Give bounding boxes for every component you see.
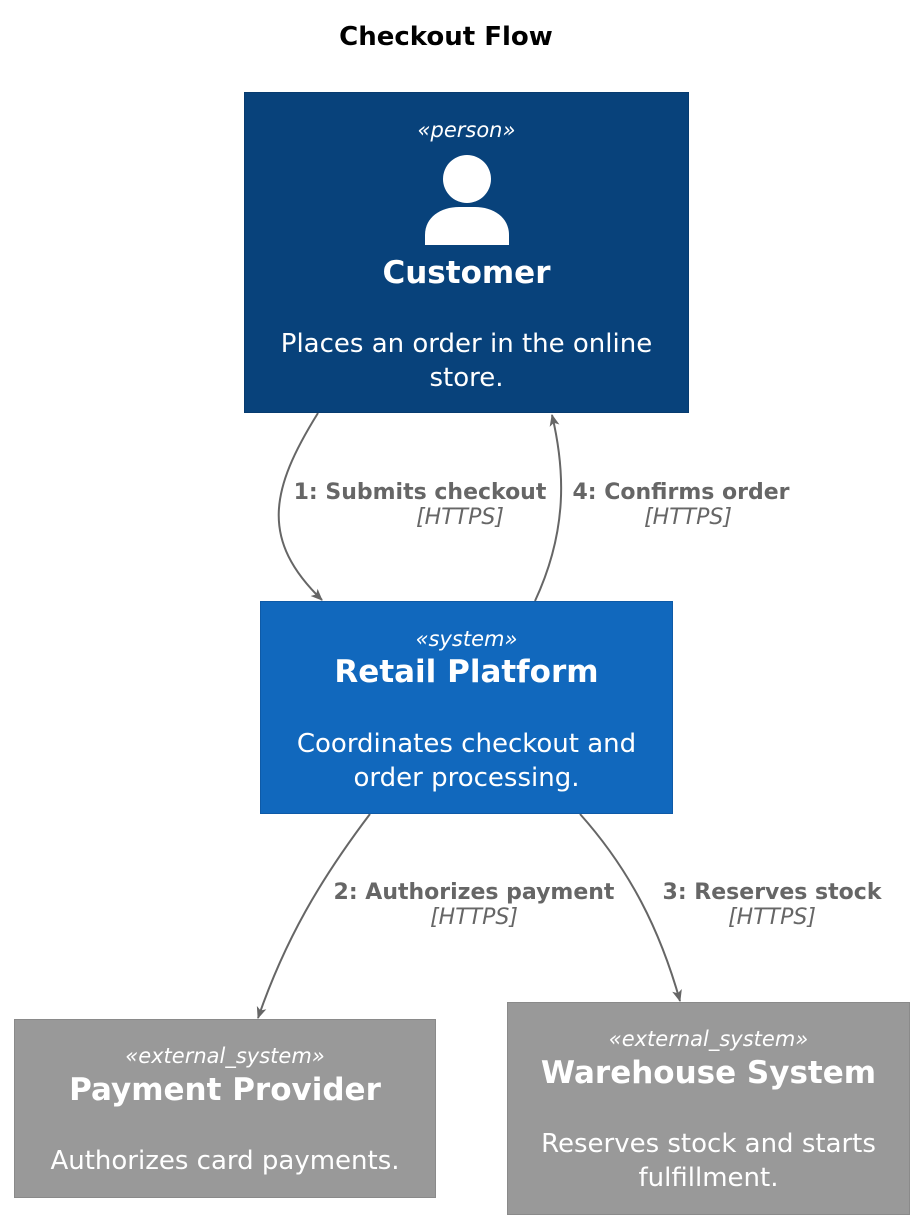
retail-platform-node[interactable]: «system» Retail Platform Coordinates che… (260, 601, 673, 814)
retail-platform-name: Retail Platform (334, 654, 599, 690)
edge-label-protocol: [HTTPS] (644, 505, 732, 530)
customer-node[interactable]: «person» Customer Places an order in the… (244, 92, 689, 413)
edge-label-protocol: [HTTPS] (728, 905, 816, 930)
payment-provider-node[interactable]: «external_system» Payment Provider Autho… (14, 1019, 436, 1198)
payment-provider-name: Payment Provider (69, 1072, 381, 1108)
edge-label-submits-checkout: 1: Submits checkout [HTTPS] (291, 480, 549, 530)
customer-name: Customer (382, 255, 551, 291)
customer-stereotype: «person» (417, 118, 516, 142)
person-icon (425, 155, 509, 245)
diagram-title: Checkout Flow (339, 22, 553, 52)
edge-reserves-stock (579, 813, 682, 1002)
edge-label-confirms-order: 4: Confirms order [HTTPS] (567, 480, 795, 530)
payment-provider-stereotype: «external_system» (125, 1044, 325, 1068)
warehouse-system-description: Reserves stock and starts fulfillment. (541, 1129, 876, 1193)
warehouse-system-stereotype: «external_system» (608, 1027, 809, 1051)
edge-confirms-order (534, 414, 563, 602)
edge-label-protocol: [HTTPS] (430, 905, 518, 930)
customer-description: Places an order in the online store. (280, 329, 653, 393)
warehouse-system-node[interactable]: «external_system» Warehouse System Reser… (507, 1002, 910, 1215)
edge-label-authorizes-payment: 2: Authorizes payment [HTTPS] (328, 880, 620, 930)
edge-label-text: 3: Reserves stock (662, 880, 882, 905)
retail-platform-stereotype: «system» (415, 627, 518, 651)
warehouse-system-name: Warehouse System (540, 1055, 877, 1091)
retail-platform-description: Coordinates checkout and order processin… (296, 729, 637, 793)
edge-submits-checkout (277, 412, 323, 601)
edge-label-text: 2: Authorizes payment (333, 880, 615, 905)
payment-provider-description: Authorizes card payments. (50, 1146, 400, 1176)
edge-label-text: 4: Confirms order (572, 480, 790, 505)
edge-label-text: 1: Submits checkout (293, 480, 547, 505)
edge-label-reserves-stock: 3: Reserves stock [HTTPS] (660, 880, 884, 930)
edge-label-protocol: [HTTPS] (416, 505, 504, 530)
edge-authorizes-payment (256, 813, 371, 1019)
